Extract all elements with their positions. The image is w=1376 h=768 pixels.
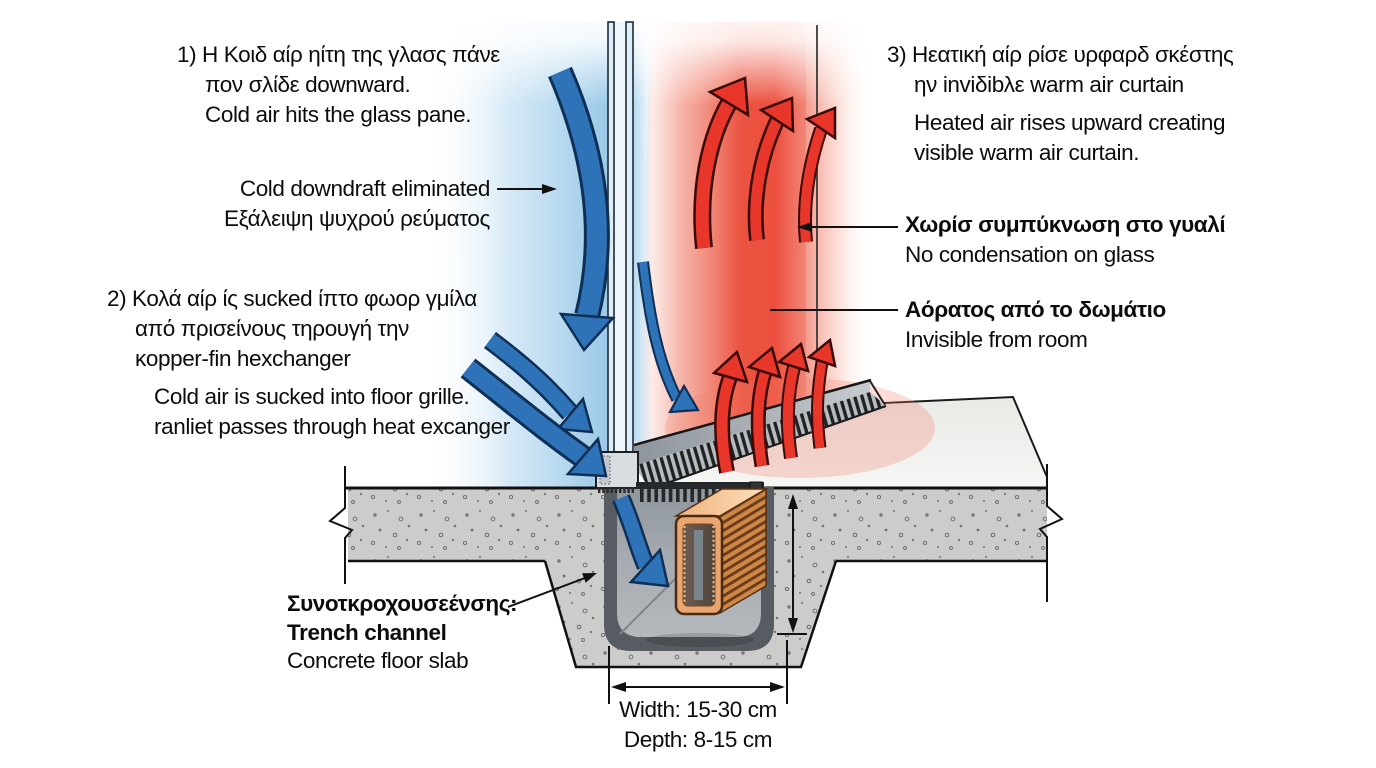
step3-line4: visible warm air curtain. (914, 140, 1140, 165)
depth-dimension (777, 494, 807, 635)
warm-air-arrow-grille-4 (806, 337, 837, 449)
step1-line3: Cold air hits the glass pane. (205, 102, 472, 127)
condensation-leader-arrow (797, 222, 898, 232)
top-fade (410, 0, 890, 105)
trench-line1: Συνοτκροχουσεένσης: (287, 591, 518, 616)
invisible-line1: Αόρατος από το δωμάτιο (905, 297, 1166, 322)
warm-air-arrow-top-2 (747, 96, 795, 241)
step2-line4: Cold air is sucked into floor grille. (154, 384, 470, 409)
cold-air-arrow-into-grille (460, 358, 608, 478)
cold-air-arrow-large (548, 66, 616, 353)
step3-line3: Heated air rises upward creating (914, 110, 1226, 135)
concrete-slab-right (762, 464, 1064, 602)
heat-exchanger (646, 487, 769, 647)
step2-line2: από πρισείνους τηρουγή την (135, 316, 409, 341)
width-dimension (608, 640, 788, 704)
annotation-dimensions: Width: 15-30 cm Depth: 8-15 cm (558, 695, 838, 755)
trench-line3: Concrete floor slab (287, 648, 469, 673)
width-label: Width: 15-30 cm (619, 697, 777, 722)
step3-line2: ην inviδibλε warm air curtain (914, 72, 1184, 97)
warm-air-arrow-grille-3 (776, 341, 810, 460)
annotation-invisible: Αόρατος από το δωμάτιο Invisible from ro… (905, 295, 1166, 355)
warm-air-arrow-grille-2 (746, 345, 782, 468)
condensation-line1: Χωρίσ συμπύκνωση στο γυαλί (905, 212, 1226, 237)
cold-air-arrow-trench (612, 494, 670, 588)
step1-line2: πον σλίδε downward. (205, 72, 411, 97)
warm-air-arrow-grille-1 (711, 349, 749, 474)
downdraft-line2: Εξάλειψη ψυχρού ρεύματος (223, 206, 490, 231)
condensation-line2: No condensation on glass (905, 242, 1155, 267)
annotation-step2: 2) Κολά αίρ ίς sucked ίπτο φωορ γμίλα απ… (107, 284, 510, 442)
annotation-cold-downdraft: Cold downdraft eliminated Εξάλειψη ψυχρο… (200, 174, 490, 234)
room-floor-surface (655, 395, 1048, 487)
step2-line3: κopper-fin hexchanger (135, 346, 351, 371)
warm-air-arrow-top-1 (693, 76, 750, 249)
annotation-trench: Συνοτκροχουσεένσης: Trench channel Concr… (287, 590, 518, 676)
step2-line5: ranliet passes through heat excanger (154, 414, 510, 439)
step3-line1: 3) Ηεατική αίρ ρίσε υρφαρδ σκέστης (887, 42, 1234, 67)
glass-pane (607, 21, 634, 461)
annotation-no-condensation: Χωρίσ συμπύκνωση στο γυαλί No condensati… (905, 210, 1226, 270)
downdraft-line1: Cold downdraft eliminated (239, 176, 491, 201)
annotation-step3: 3) Ηεατική αίρ ρίσε υρφαρδ σκέστης ην in… (887, 40, 1234, 168)
annotation-step1: 1) Η Κοιδ αίρ ηίτη της γλασς πάνε πον σλ… (177, 40, 500, 130)
concrete-slab-left (328, 466, 608, 584)
trench-leader-arrow (507, 573, 597, 608)
trench-line2: Trench channel (287, 619, 447, 645)
invisible-line2: Invisible from room (905, 327, 1088, 352)
cold-air-arrow-glass-side (637, 261, 700, 414)
depth-label: Depth: 8-15 cm (623, 727, 773, 752)
downdraft-leader-arrow (497, 184, 557, 194)
cold-air-arrow-mid (483, 332, 594, 434)
step2-line1: 2) Κολά αίρ ίς sucked ίπτο φωορ γμίλα (107, 286, 477, 311)
step1-line1: 1) Η Κοιδ αίρ ηίτη της γλασς πάνε (177, 42, 500, 67)
